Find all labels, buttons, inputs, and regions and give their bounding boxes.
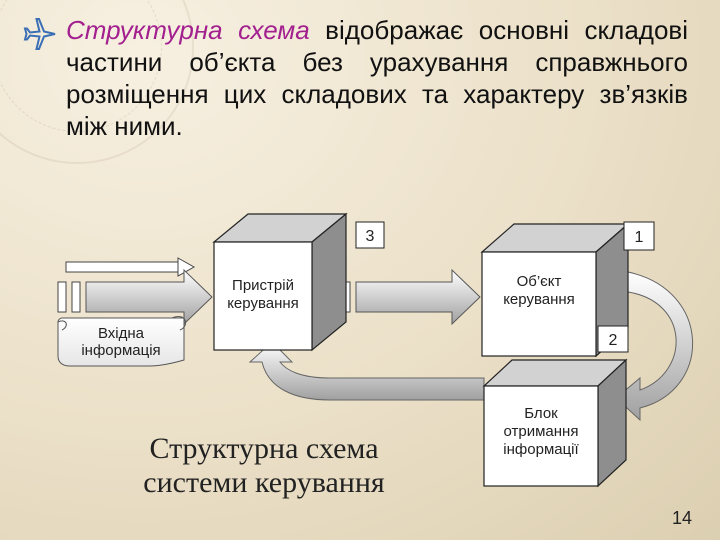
object-to-info-arrow <box>615 271 694 422</box>
block-number-3-box <box>355 221 385 249</box>
block-number-3: 3 <box>366 228 375 245</box>
description-text: відображає основні складові частини об’є… <box>66 15 689 141</box>
block-number-1-box <box>623 221 655 251</box>
control-device-label-line2: керування <box>227 295 299 312</box>
object-label-line1: Об’єкт <box>517 273 562 290</box>
control-to-object-arrow <box>327 268 481 326</box>
block-number-1: 1 <box>635 229 644 246</box>
input-label-line1: Вхідна <box>98 325 145 342</box>
description-paragraph: Структурна схема відображає основні скла… <box>66 14 688 142</box>
info-block-label-line1: Блок <box>524 405 558 422</box>
block-number-2: 2 <box>609 332 618 349</box>
feedback-arrow <box>248 341 485 401</box>
input-label-line2: інформація <box>81 342 160 359</box>
cube-control-device <box>212 212 348 352</box>
diagram-caption: Структурна схема системи керування <box>143 432 385 499</box>
info-block-label-line3: інформації <box>503 441 579 458</box>
object-label-line2: керування <box>503 291 575 308</box>
cube-control-object <box>480 222 630 358</box>
thin-input-arrow <box>65 257 196 277</box>
input-scroll <box>57 316 187 367</box>
airplane-icon <box>23 18 56 50</box>
info-block-label-line2: отримання <box>504 423 579 440</box>
page-number: 14 <box>672 508 693 528</box>
input-arrow <box>57 268 213 326</box>
control-device-label-line1: Пристрій <box>232 277 294 294</box>
block-number-2-box <box>597 325 629 353</box>
cube-info-block <box>482 358 628 488</box>
term-highlight: Структурна схема <box>66 15 310 45</box>
